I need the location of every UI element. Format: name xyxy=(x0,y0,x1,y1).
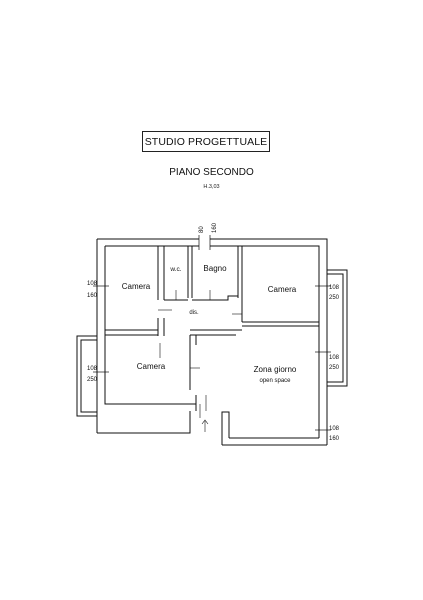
window-markers xyxy=(93,235,331,431)
room-dis: dis. xyxy=(189,310,199,316)
entrance-arrow-icon xyxy=(201,419,209,432)
studio-title-box: STUDIO PROGETTUALE xyxy=(142,131,270,152)
doors xyxy=(158,290,242,418)
window-left-1-width: 108 xyxy=(87,281,98,287)
window-right-3-height: 160 xyxy=(329,436,340,442)
room-camera-3: Camera xyxy=(137,362,166,371)
room-open-space: open space xyxy=(259,378,291,384)
window-right-3-width: 108 xyxy=(329,426,340,432)
room-camera-2: Camera xyxy=(268,285,297,294)
floor-height: H.3,03 xyxy=(203,184,220,190)
studio-title: STUDIO PROGETTUALE xyxy=(144,135,268,148)
window-right-1-width: 108 xyxy=(329,285,340,291)
room-bagno: Bagno xyxy=(203,264,227,273)
room-camera-1: Camera xyxy=(122,282,151,291)
window-top-width: 80 xyxy=(199,226,205,233)
floor-title: PIANO SECONDO xyxy=(169,167,254,178)
window-left-2-height: 250 xyxy=(87,377,98,383)
window-top-height: 160 xyxy=(212,222,218,233)
balconies xyxy=(76,269,348,417)
interior-walls xyxy=(105,246,319,411)
window-right-2-width: 108 xyxy=(329,355,340,361)
window-right-1-height: 250 xyxy=(329,295,340,301)
room-zona-giorno: Zona giorno xyxy=(254,365,297,374)
window-left-2-width: 108 xyxy=(87,366,98,372)
window-right-2-height: 250 xyxy=(329,365,340,371)
window-left-1-height: 160 xyxy=(87,293,98,299)
room-wc: w.c. xyxy=(169,266,181,273)
